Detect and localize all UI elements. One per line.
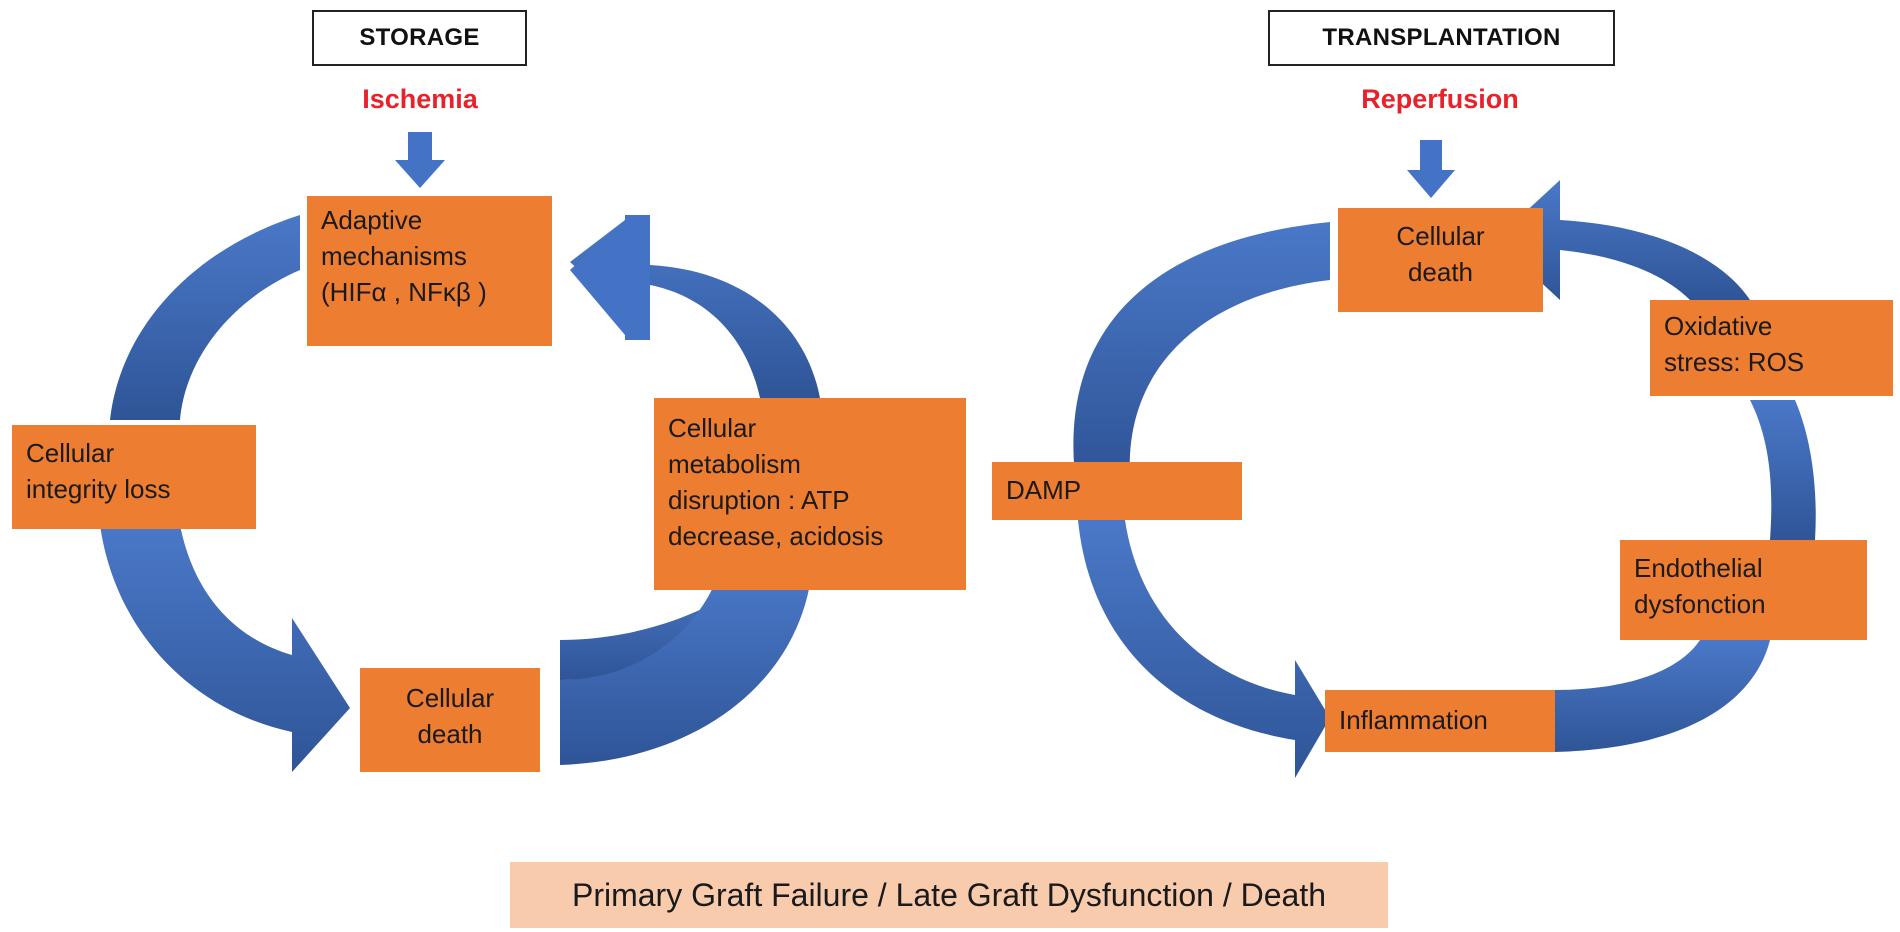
storage-arrow-to-death [100, 525, 350, 772]
storage-arc-top-left [110, 215, 300, 420]
outcome-banner: Primary Graft Failure / Late Graft Dysfu… [510, 862, 1388, 928]
storage-arrow-head-adaptive [570, 220, 625, 335]
cellular-metabolism-node: Cellular metabolism disruption : ATP dec… [654, 398, 966, 590]
ischemia-down-arrow [395, 132, 445, 188]
transplant-arrow-to-death [1495, 180, 1750, 300]
transplant-arc-top-left [1073, 222, 1330, 475]
transplant-cellular-death-node: Cellular death [1338, 208, 1543, 312]
damp-node: DAMP [992, 462, 1242, 520]
endothelial-dysfunction-node: Endothelial dysfonction [1620, 540, 1867, 640]
adaptive-mechanisms-node: Adaptive mechanisms (HIFα , NFκβ ) [307, 196, 552, 346]
cellular-integrity-loss-node: Cellular integrity loss [12, 425, 256, 529]
oxidative-stress-node: Oxidative stress: ROS [1650, 300, 1893, 396]
storage-arc-bottom-right-body [560, 570, 812, 765]
storage-cellular-death-node: Cellular death [360, 668, 540, 772]
reperfusion-label: Reperfusion [1361, 84, 1519, 114]
transplant-arrow-to-inflammation [1078, 520, 1330, 778]
transplant-arc-right [1750, 400, 1816, 540]
reperfusion-down-arrow [1407, 140, 1455, 198]
transplant-arc-bottom-right [1555, 640, 1770, 752]
storage-phase-label: STORAGE [312, 10, 527, 66]
transplantation-phase-label: TRANSPLANTATION [1268, 10, 1615, 66]
storage-arrow-head-block [625, 215, 650, 340]
ischemia-label: Ischemia [362, 84, 478, 114]
inflammation-node: Inflammation [1325, 690, 1555, 752]
